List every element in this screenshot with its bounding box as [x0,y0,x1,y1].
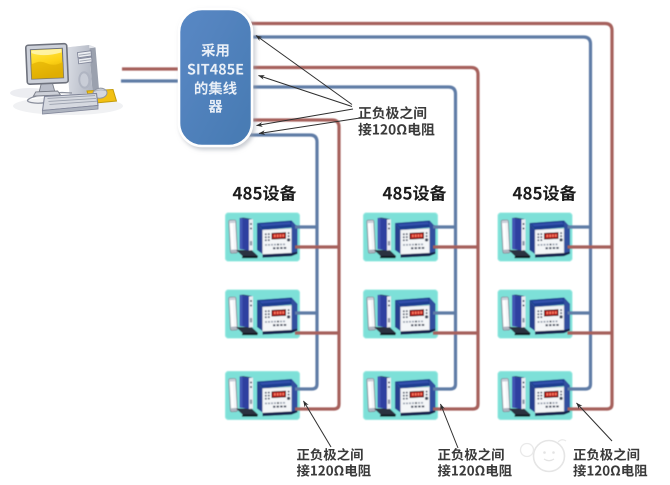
device-box [362,212,439,262]
annotation-arrow [303,400,332,448]
hub-label: 采用 SIT485E 的集线器 [179,38,252,95]
column-1-label: 485设备 [234,184,296,202]
device-box [224,370,301,421]
device-box [497,370,573,421]
device-box [224,289,301,339]
device-grid [224,212,573,421]
hub-shape [177,7,254,148]
column-3-terminator-note: 正负极之间 接120Ω电阻 [573,446,646,478]
annotation-arrow [255,35,353,105]
wire-negative-blue [121,35,593,391]
annotation-arrow [440,403,459,449]
device-box [362,370,439,421]
column-3-label: 485设备 [514,184,576,202]
device-box [224,212,301,262]
annotation-arrow [258,117,361,135]
computer-icon [10,42,123,115]
device-box [362,289,439,339]
wire-positive-red [122,21,614,411]
annotation-arrow [258,75,353,107]
wires [121,21,614,411]
annotation-arrow [576,402,613,442]
column-2-terminator-note: 正负极之间 接120Ω电阻 [438,446,511,478]
device-box [497,289,573,339]
watermark [519,439,567,473]
device-box [497,212,573,262]
column-1-terminator-note: 正负极之间 接120Ω电阻 [297,446,370,478]
annotation-arrow [256,108,354,127]
annotation-arrows [255,35,613,449]
hub-terminator-note: 正负极之间 接120Ω电阻 [357,103,432,136]
column-2-label: 485设备 [384,184,446,202]
